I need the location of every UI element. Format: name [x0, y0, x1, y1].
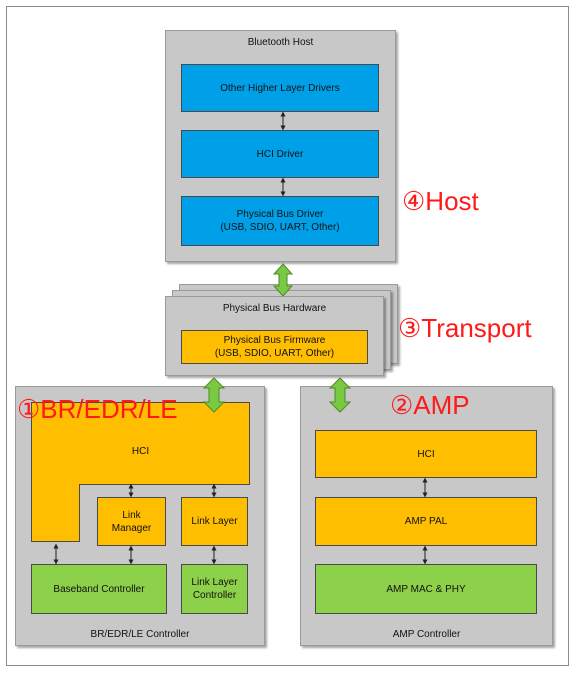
link-layer-controller-block: Link Layer Controller	[181, 564, 248, 614]
physical-bus-driver-label: Physical Bus Driver (USB, SDIO, UART, Ot…	[220, 209, 340, 233]
baseband-controller-block: Baseband Controller	[31, 564, 167, 614]
link-layer-label: Link Layer	[191, 516, 238, 527]
transport-title: Physical Bus Hardware	[222, 303, 327, 314]
other-higher-layer-drivers-block: Other Higher Layer Drivers	[181, 64, 379, 112]
bredr-hci-label: HCI	[131, 446, 150, 457]
other-higher-layer-drivers-label: Other Higher Layer Drivers	[220, 82, 340, 94]
link-layer-controller-label: Link Layer Controller	[191, 577, 238, 601]
amp-mac-phy-block: AMP MAC & PHY	[315, 564, 537, 614]
annotation-transport: ③Transport	[398, 313, 532, 343]
amp-hci-label: HCI	[417, 448, 435, 460]
bus-arrow-host-transport	[272, 263, 294, 297]
physical-bus-firmware-label: Physical Bus Firmware (USB, SDIO, UART, …	[214, 335, 335, 359]
physical-bus-firmware-block: Physical Bus Firmware (USB, SDIO, UART, …	[181, 330, 368, 364]
bredr-hci-block	[31, 402, 250, 542]
physical-bus-driver-block: Physical Bus Driver (USB, SDIO, UART, Ot…	[181, 196, 379, 246]
annotation-host: ④Host	[402, 186, 479, 216]
hci-driver-block: HCI Driver	[181, 130, 379, 178]
amp-controller-footer: AMP Controller	[392, 629, 461, 640]
baseband-controller-label: Baseband Controller	[53, 583, 145, 595]
bredr-controller-footer: BR/EDR/LE Controller	[90, 629, 190, 640]
bus-arrow-transport-bredr	[202, 377, 226, 413]
outer-frame	[6, 6, 569, 666]
amp-pal-block: AMP PAL	[315, 497, 537, 546]
bus-arrow-transport-amp	[328, 377, 352, 413]
host-title: Bluetooth Host	[247, 37, 314, 48]
link-manager-block: Link Manager	[97, 497, 166, 546]
link-manager-label: Link Manager	[111, 509, 152, 534]
annotation-amp: ②AMP	[390, 390, 470, 420]
amp-mac-phy-label: AMP MAC & PHY	[386, 583, 466, 595]
hci-driver-label: HCI Driver	[256, 148, 304, 160]
annotation-bredr: ①BR/EDR/LE	[17, 394, 178, 424]
amp-pal-label: AMP PAL	[404, 516, 448, 527]
